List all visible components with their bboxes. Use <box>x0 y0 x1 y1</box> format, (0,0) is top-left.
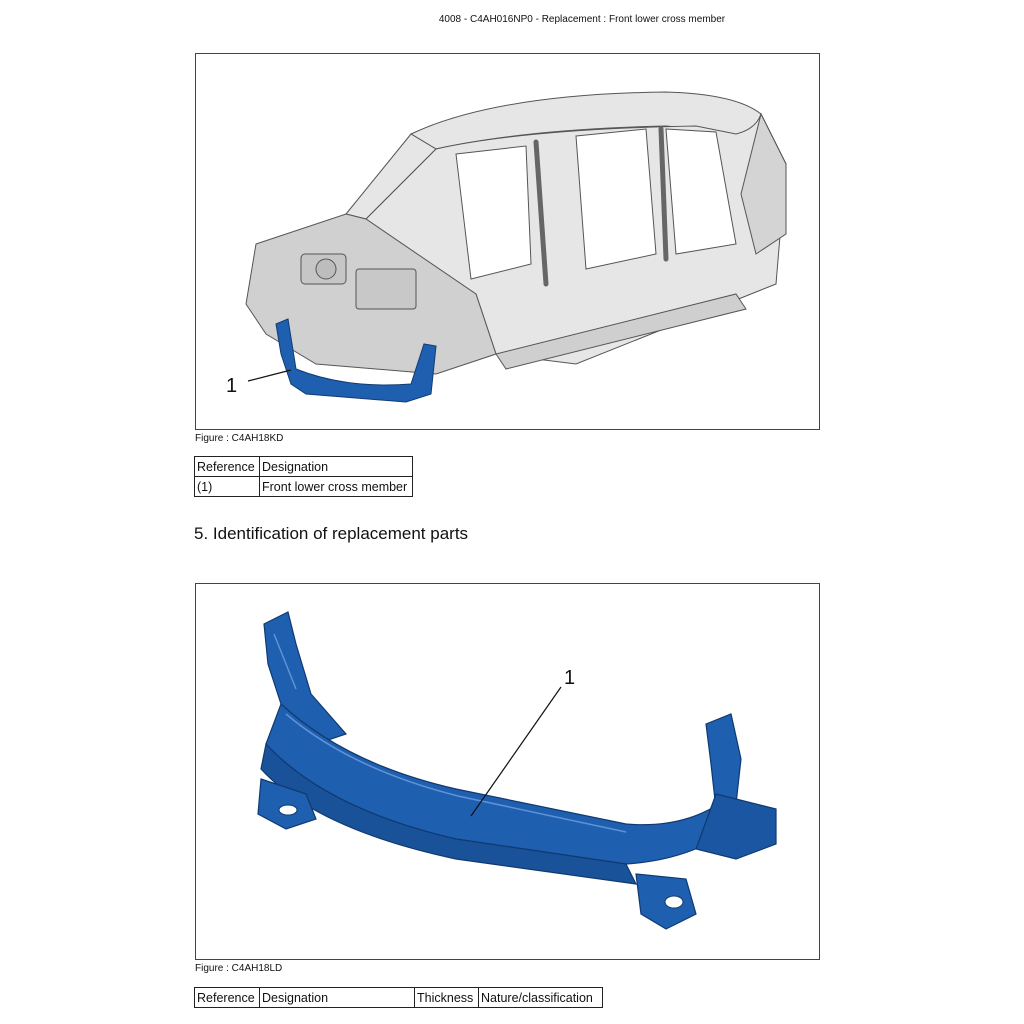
body-shell-illustration: 1 <box>226 91 787 403</box>
rear-quarter <box>740 112 787 255</box>
left-mount <box>257 778 317 830</box>
table-row: (1) Front lower cross member <box>194 476 413 497</box>
callout-label: 1 <box>226 375 237 397</box>
reference-table: Reference Designation (1) Front lower cr… <box>194 456 413 497</box>
column-header: Designation <box>259 456 413 477</box>
figure-cross-member-part: 1 <box>195 583 820 960</box>
figure-caption: Figure : C4AH18LD <box>195 963 283 974</box>
right-upright <box>705 713 742 810</box>
column-header: Nature/classification <box>478 987 603 1008</box>
column-header: Reference <box>194 456 260 477</box>
column-header: Thickness <box>414 987 479 1008</box>
column-header: Designation <box>259 987 415 1008</box>
table-header-row: Reference Designation Thickness Nature/c… <box>194 987 603 1008</box>
table-cell: Front lower cross member <box>259 476 413 497</box>
front-lower-cross-member <box>275 318 437 403</box>
left-upright <box>263 611 348 745</box>
cross-member-illustration: 1 <box>257 611 777 930</box>
figure-caption: Figure : C4AH18KD <box>195 433 284 444</box>
column-header: Reference <box>194 987 260 1008</box>
figure-body-shell: 1 <box>195 53 820 430</box>
page-header: 4008 - C4AH016NP0 - Replacement : Front … <box>438 14 726 25</box>
section-heading: 5. Identification of replacement parts <box>194 524 469 543</box>
table-cell: (1) <box>194 476 260 497</box>
callout-label: 1 <box>564 667 575 689</box>
table-header-row: Reference Designation <box>194 456 413 477</box>
parts-table: Reference Designation Thickness Nature/c… <box>194 987 603 1008</box>
